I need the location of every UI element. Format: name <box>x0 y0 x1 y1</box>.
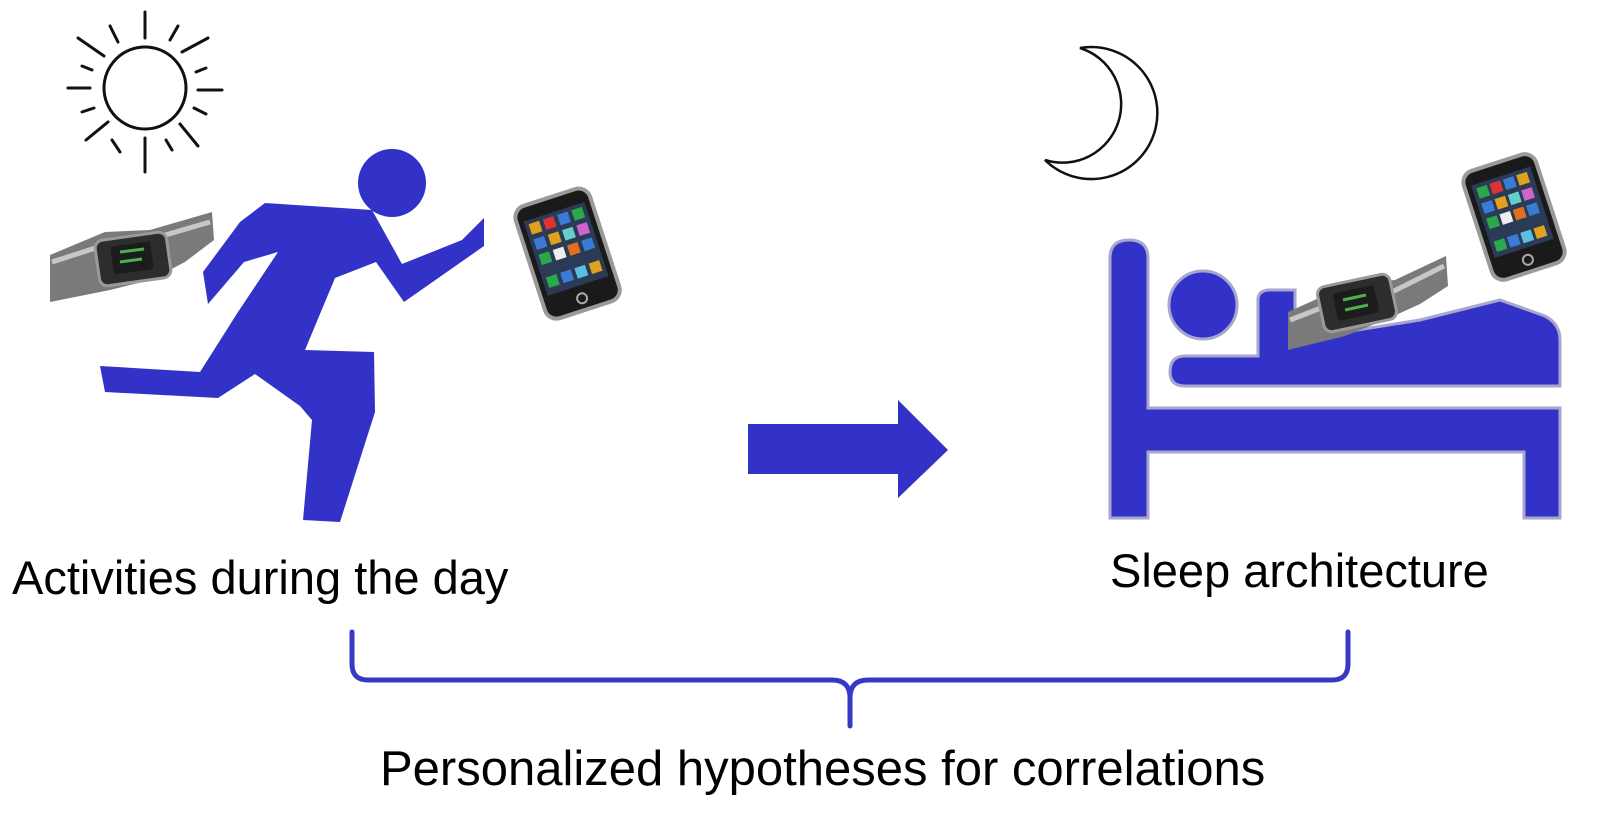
smartphone-icon <box>513 186 622 321</box>
sleep-architecture-caption: Sleep architecture <box>1110 544 1489 597</box>
smartwatch-icon <box>50 212 214 302</box>
sun-icon <box>66 10 224 174</box>
correlation-hypotheses-caption: Personalized hypotheses for correlations <box>380 742 1266 796</box>
running-person-icon <box>100 149 484 522</box>
right-arrow-icon <box>748 400 948 498</box>
moon-icon <box>1044 45 1159 181</box>
smartphone-icon <box>1461 152 1567 282</box>
smartwatch-icon <box>1288 256 1448 350</box>
curly-brace-icon <box>349 629 1351 729</box>
day-activities-caption: Activities during the day <box>12 551 509 604</box>
person-in-bed-icon <box>1108 238 1562 520</box>
